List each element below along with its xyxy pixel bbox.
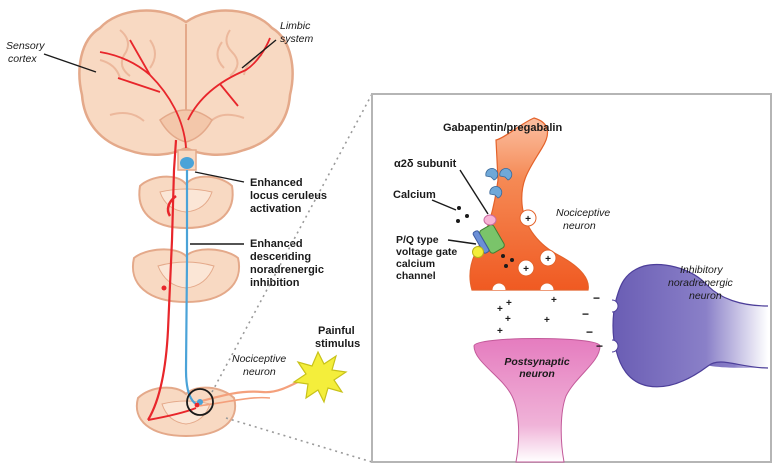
svg-text:neuron: neuron	[689, 290, 722, 302]
sensory-cortex-label: Sensory cortex	[6, 40, 97, 73]
svg-text:−: −	[596, 339, 603, 353]
zoom-line-bottom	[225, 417, 373, 463]
svg-text:cortex: cortex	[8, 53, 37, 65]
svg-text:descending: descending	[250, 251, 311, 263]
svg-text:Nociceptive: Nociceptive	[556, 207, 610, 219]
svg-text:−: −	[586, 325, 593, 339]
svg-text:system: system	[280, 33, 314, 45]
gabapentin-label: Gabapentin/pregabalin	[443, 122, 562, 134]
channel-label: P/Q type voltage gate calcium channel	[396, 234, 477, 282]
inhibitory-neuron-label: Inhibitory noradrenergic neuron	[668, 264, 734, 302]
postsynaptic-neuron	[473, 338, 601, 463]
svg-text:stimulus: stimulus	[315, 338, 360, 350]
svg-text:locus ceruleus: locus ceruleus	[250, 190, 327, 202]
svg-text:neuron: neuron	[563, 220, 596, 232]
svg-text:Limbic: Limbic	[280, 20, 311, 32]
zoom-line-top	[211, 93, 373, 393]
calcium-ions	[456, 206, 514, 268]
released-neurotransmitter: + + + + + +	[497, 295, 557, 337]
locus-ceruleus-node	[180, 157, 194, 169]
svg-text:calcium: calcium	[396, 258, 435, 270]
svg-text:−: −	[593, 291, 600, 305]
svg-text:Painful: Painful	[318, 325, 355, 337]
svg-text:+: +	[525, 214, 531, 225]
inhibitory-noradrenergic-neuron	[612, 264, 769, 388]
svg-text:P/Q type: P/Q type	[396, 234, 439, 246]
vesicle-3: +	[517, 259, 535, 277]
svg-text:neuron: neuron	[519, 368, 555, 380]
inhibitory-signs: − − − −	[582, 291, 603, 353]
brainstem	[177, 149, 197, 171]
svg-text:−: −	[582, 307, 589, 321]
gabapentin-molecules	[485, 168, 513, 199]
descending-inhibition-label: Enhanced descending noradrenergic inhibi…	[190, 238, 324, 289]
brain-illustration	[78, 9, 294, 156]
svg-text:inhibition: inhibition	[250, 277, 300, 289]
painful-stimulus-label: Painful stimulus	[315, 325, 360, 350]
pq-calcium-channel	[472, 224, 505, 258]
svg-text:+: +	[497, 304, 503, 315]
svg-text:Sensory: Sensory	[6, 40, 45, 52]
svg-text:+: +	[545, 254, 551, 265]
svg-text:Inhibitory: Inhibitory	[680, 264, 723, 276]
synapse-highlight-circle	[186, 388, 214, 416]
calcium-label: Calcium	[393, 189, 457, 211]
svg-text:+: +	[523, 264, 529, 275]
vesicle-2: +	[539, 249, 557, 267]
svg-text:noradrenergic: noradrenergic	[668, 277, 734, 289]
alpha2delta-label: α2δ subunit	[394, 158, 489, 215]
svg-text:voltage gate: voltage gate	[396, 246, 457, 258]
svg-text:noradrenergic: noradrenergic	[250, 264, 324, 276]
postsynaptic-label: Postsynaptic neuron	[504, 356, 570, 380]
svg-text:activation: activation	[250, 203, 302, 215]
ascending-pain-pathway	[147, 139, 178, 421]
svg-text:+: +	[551, 295, 557, 306]
vesicle-1: +	[519, 209, 537, 227]
svg-text:Enhanced: Enhanced	[250, 177, 303, 189]
svg-text:Calcium: Calcium	[393, 189, 436, 201]
svg-text:α2δ subunit: α2δ subunit	[394, 158, 457, 170]
painful-stimulus-burst	[292, 350, 348, 404]
descending-noradrenergic-pathway	[184, 170, 197, 405]
svg-text:Nociceptive: Nociceptive	[232, 353, 286, 365]
svg-text:neuron: neuron	[243, 366, 276, 378]
nociceptive-neuron-label-right: Nociceptive neuron	[556, 207, 610, 232]
svg-text:+: +	[497, 326, 503, 337]
limbic-system-label: Limbic system	[241, 20, 314, 69]
nociceptive-neuron-label-left: Nociceptive neuron	[232, 353, 286, 378]
svg-text:Postsynaptic: Postsynaptic	[504, 356, 570, 368]
alpha2delta-subunit	[483, 214, 497, 226]
locus-ceruleus-label: Enhanced locus ceruleus activation	[194, 171, 327, 215]
svg-text:Enhanced: Enhanced	[250, 238, 303, 250]
svg-text:+: +	[506, 298, 512, 309]
svg-text:+: +	[544, 315, 550, 326]
svg-text:+: +	[505, 314, 511, 325]
svg-text:channel: channel	[396, 270, 436, 282]
